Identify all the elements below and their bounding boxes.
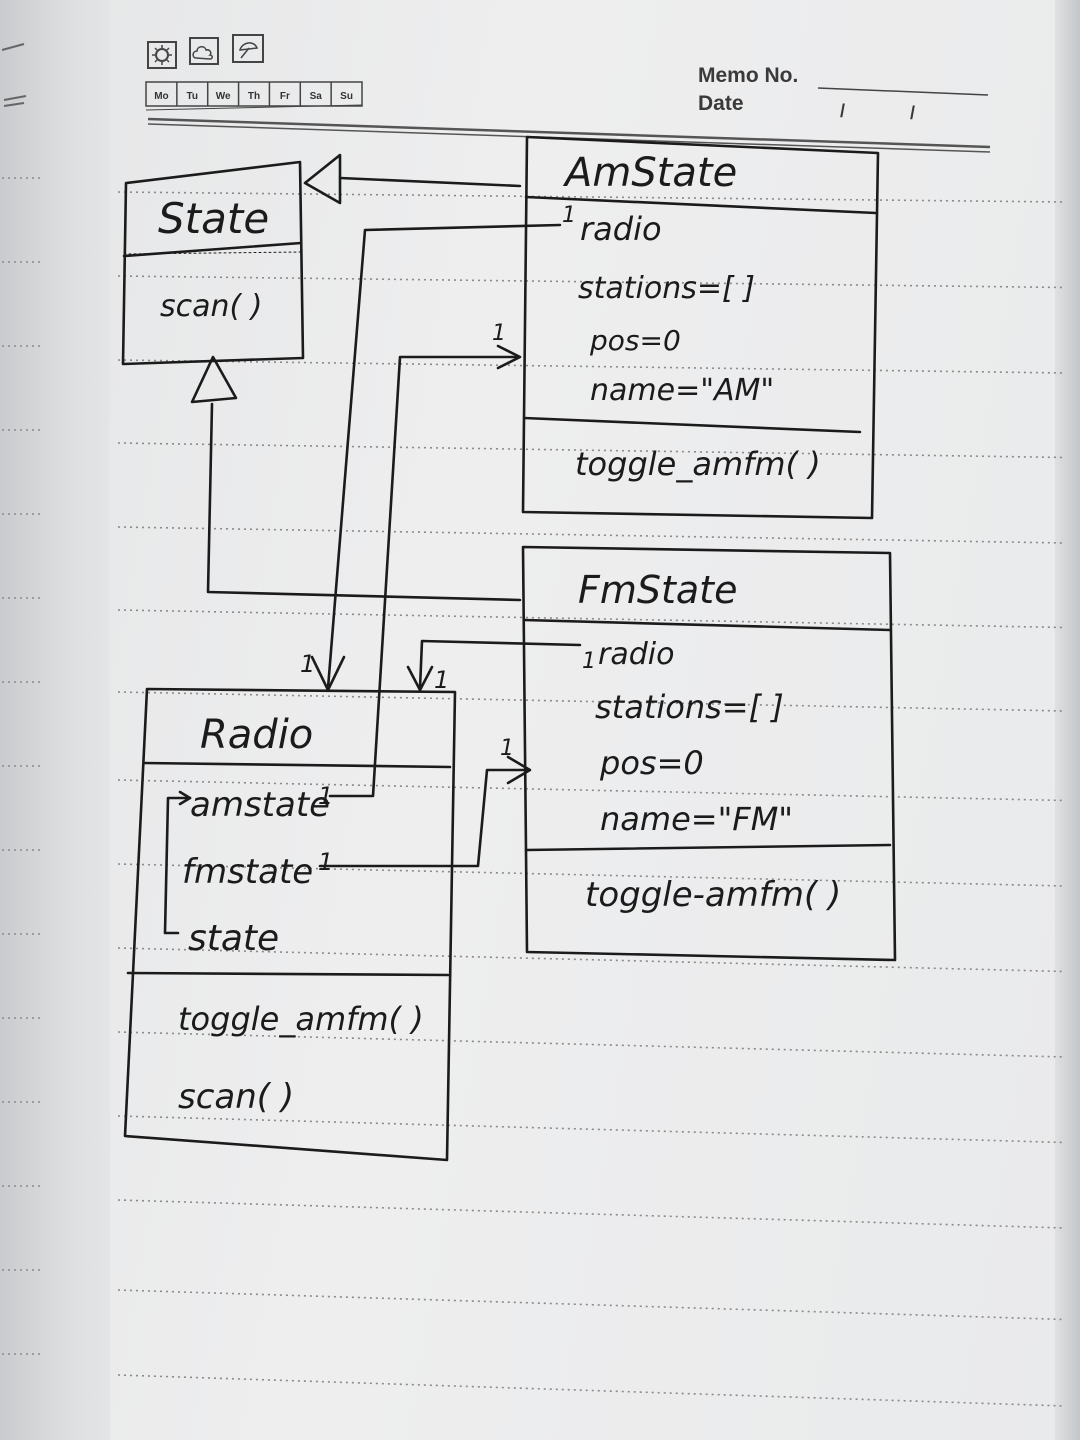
memo-number-label: Memo No. [698, 64, 798, 87]
amstate-attr-stations: stations=[ ] [578, 271, 755, 306]
ruled-line [117, 691, 1066, 712]
association-radio-amstate [328, 344, 522, 798]
gutter-marks [1, 43, 27, 107]
multiplicity-radio-fmstate-end: 1 [500, 736, 514, 761]
state-method-scan: scan( ) [160, 289, 262, 324]
fmstate-attr-radio: radio [598, 637, 674, 672]
amstate-class [521, 135, 880, 520]
cloud-icon[interactable] [189, 37, 219, 65]
radio-class-name: Radio [200, 712, 313, 758]
ruled-line [117, 609, 1066, 629]
date-separator-1: / [840, 101, 845, 121]
amstate-attr-name: name="AM" [590, 373, 774, 408]
multiplicity-fmstate-radio: 1 [582, 649, 596, 674]
state-class-name: State [158, 194, 269, 243]
ruled-lines [2, 177, 1066, 1407]
page-edge [1055, 0, 1080, 1440]
association-radio-fmstate [318, 755, 532, 868]
association-fmstate-radio [406, 639, 582, 692]
multiplicity-radio-end-am: 1 [300, 650, 315, 678]
inheritance-amstate-to-state [303, 153, 522, 205]
class-diagram [121, 135, 897, 1162]
date-separator-2: / [910, 103, 915, 123]
ruled-line [117, 1374, 1066, 1407]
fmstate-class [521, 545, 897, 962]
diagram-labels: State scan( ) AmState radio stations=[ ]… [158, 150, 841, 1117]
fmstate-attr-name: name="FM" [600, 800, 793, 838]
weekday-we[interactable]: We [216, 91, 231, 102]
ruled-line [117, 1289, 1066, 1321]
inheritance-fmstate-to-state [190, 355, 522, 602]
ruled-line [117, 1199, 1066, 1229]
sun-icon[interactable] [147, 41, 177, 69]
umbrella-icon[interactable] [232, 34, 264, 63]
header-rule [147, 117, 991, 153]
multiplicity-fmstate-attr: 1 [318, 848, 333, 876]
radio-method-scan: scan( ) [178, 1077, 294, 1117]
ruled-line [117, 275, 1066, 289]
amstate-class-name: AmState [562, 150, 737, 196]
date-label: Date [698, 92, 744, 115]
multiplicity-radio-end-fm: 1 [434, 666, 449, 694]
radio-method-toggle: toggle_amfm( ) [178, 1000, 424, 1038]
fmstate-attr-pos: pos=0 [599, 744, 704, 782]
weekday-fr[interactable]: Fr [280, 91, 290, 102]
amstate-attr-radio: radio [580, 210, 662, 248]
association-amstate-radio [310, 223, 562, 692]
ruled-line [117, 442, 1066, 459]
fmstate-attr-stations: stations=[ ] [595, 688, 784, 726]
weekday-th[interactable]: Th [248, 91, 260, 102]
multiplicity-amstate-radio: 1 [562, 203, 576, 228]
state-class [121, 160, 305, 366]
weekday-tu[interactable]: Tu [187, 91, 198, 102]
ruled-line [117, 526, 1066, 544]
fmstate-class-name: FmState [578, 568, 737, 612]
ruled-line [117, 359, 1066, 374]
amstate-attr-pos: pos=0 [589, 324, 681, 357]
radio-attr-amstate: amstate [190, 785, 330, 825]
page-gutter [0, 0, 110, 1440]
ruled-line [117, 947, 1066, 973]
multiplicity-radio-amstate-end: 1 [492, 321, 506, 346]
ruled-line [117, 191, 1066, 203]
weekday-selector: Mo Tu We Th Fr Sa Su [145, 81, 363, 111]
amstate-method-toggle: toggle_amfm( ) [575, 445, 821, 483]
weather-icons [147, 34, 264, 69]
ruled-line [117, 863, 1066, 887]
ruled-line [117, 779, 1066, 802]
radio-class [123, 687, 457, 1162]
ruled-line [117, 1031, 1066, 1058]
multiplicity-amstate-attr: 1 [318, 782, 333, 810]
weekday-sa[interactable]: Sa [310, 91, 323, 102]
radio-attr-fmstate: fmstate [182, 852, 313, 892]
radio-attr-state: state [188, 918, 279, 959]
weekday-su[interactable]: Su [340, 91, 353, 102]
state-bracket [163, 790, 192, 935]
memo-number-field[interactable] [817, 87, 989, 96]
weekday-mo[interactable]: Mo [154, 91, 168, 102]
fmstate-method-toggle: toggle-amfm( ) [585, 875, 841, 915]
ruled-line [117, 1115, 1066, 1144]
